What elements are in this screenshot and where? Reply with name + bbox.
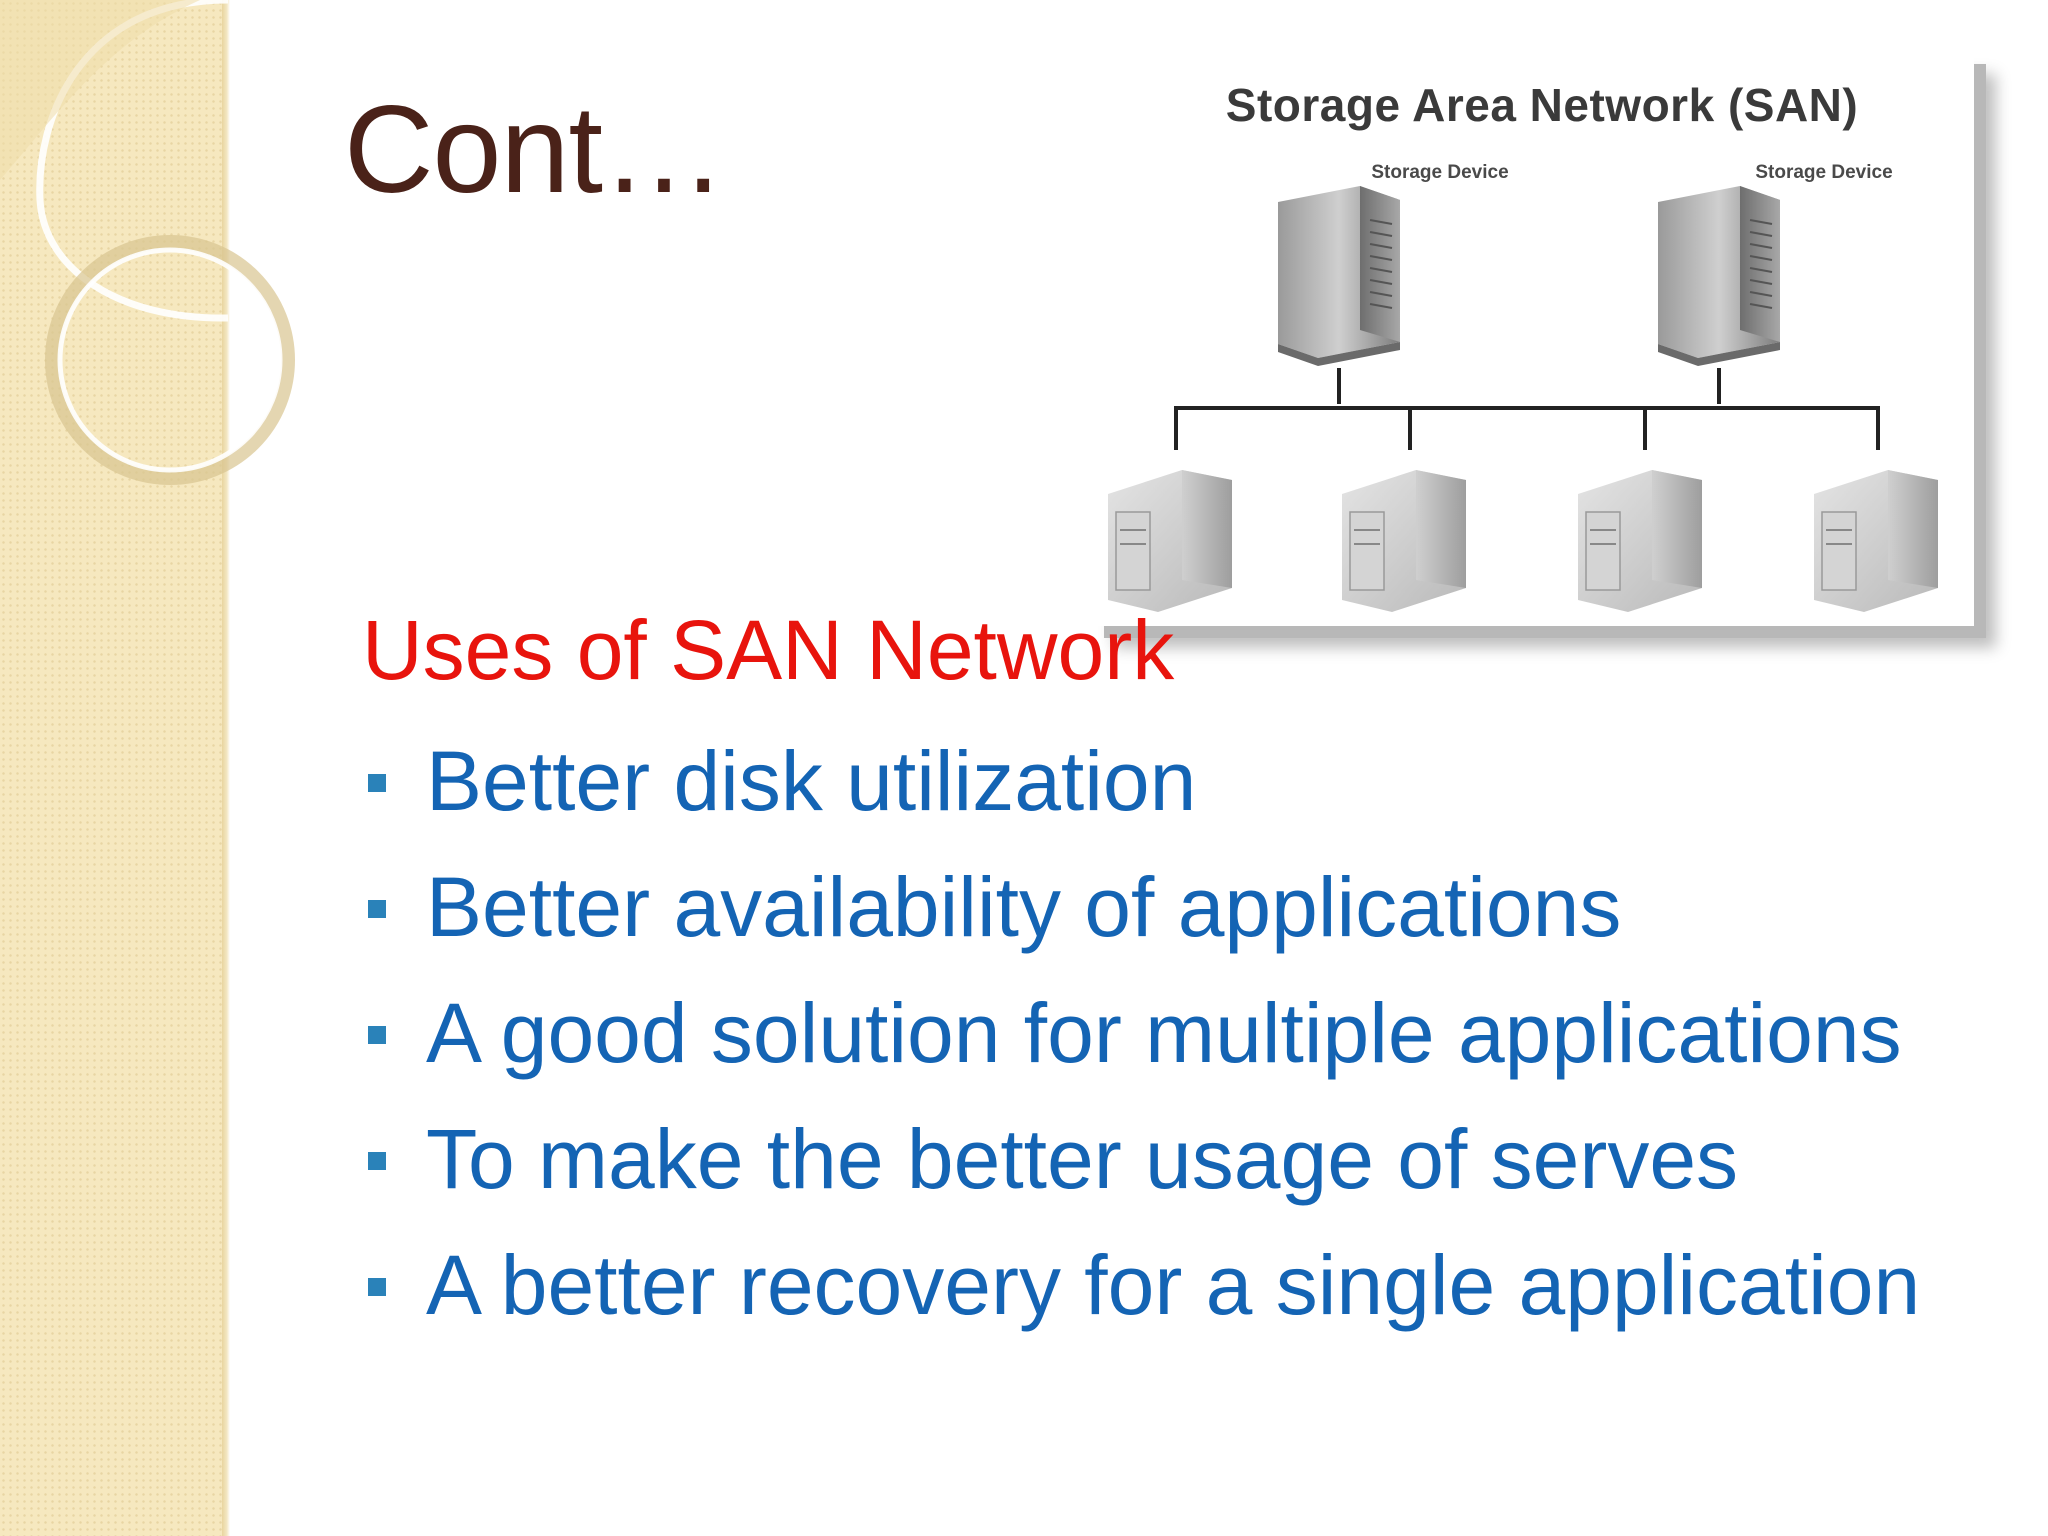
server-icon-3 (1578, 470, 1702, 612)
bullet-item: To make the better usage of serves (362, 1104, 1962, 1214)
decorative-ring-large (45, 235, 295, 485)
network-connection-lines (1174, 368, 1880, 450)
bullet-text: A good solution for multiple application… (426, 986, 1902, 1080)
square-bullet-icon (368, 1278, 386, 1296)
storage-device-label-right: Storage Device (1755, 162, 1893, 183)
bullet-list: Better disk utilization Better availabil… (362, 726, 1962, 1356)
decorative-rings (0, 0, 295, 485)
slide-title: Cont… (344, 81, 726, 219)
storage-device-left-icon (1278, 186, 1400, 366)
bullet-item: Better availability of applications (362, 852, 1962, 962)
server-icon-2 (1342, 470, 1466, 612)
san-diagram (1108, 186, 1938, 612)
bullet-text: A better recovery for a single applicati… (426, 1238, 1921, 1332)
square-bullet-icon (368, 900, 386, 918)
decorative-corner-shape (0, 0, 200, 180)
server-icon-4 (1814, 470, 1938, 612)
san-diagram-figure: Storage Area Network (SAN) Storage Devic… (1092, 52, 1974, 626)
bullet-item: A better recovery for a single applicati… (362, 1230, 1962, 1340)
server-icon-1 (1108, 470, 1232, 612)
storage-device-right-icon (1658, 186, 1780, 366)
storage-device-label-left: Storage Device (1371, 162, 1509, 183)
bullet-text: To make the better usage of serves (426, 1112, 1739, 1206)
square-bullet-icon (368, 1152, 386, 1170)
square-bullet-icon (368, 1026, 386, 1044)
section-subheading: Uses of SAN Network (362, 603, 1175, 697)
figure-title: Storage Area Network (SAN) (1225, 79, 1859, 131)
bullet-text: Better availability of applications (426, 860, 1622, 954)
bullet-item: Better disk utilization (362, 726, 1962, 836)
decorative-ring-inner (57, 247, 283, 473)
bullet-item: A good solution for multiple application… (362, 978, 1962, 1088)
square-bullet-icon (368, 774, 386, 792)
side-band-edge (222, 0, 230, 1536)
bullet-text: Better disk utilization (426, 734, 1197, 828)
